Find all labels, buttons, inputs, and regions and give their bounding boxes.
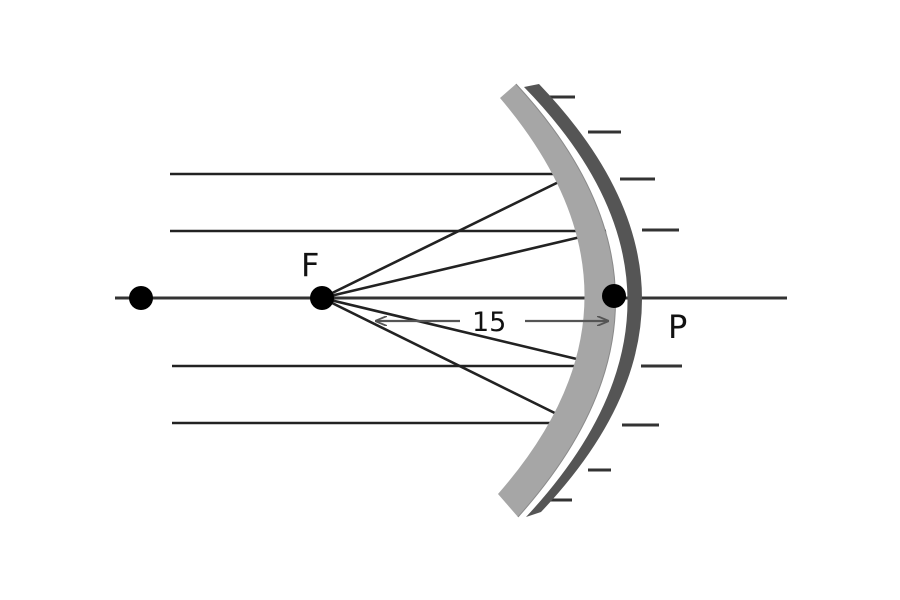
pole-label: P [668, 308, 687, 346]
distance-label: 15 [472, 307, 506, 338]
center-of-curvature-point [129, 286, 153, 310]
reflected-ray-4 [321, 296, 576, 425]
mirror-hatching [544, 95, 682, 502]
reflected-ray-3 [321, 296, 607, 368]
focus-point [310, 286, 334, 310]
mirror-surface [498, 84, 616, 517]
focus-label: F [301, 246, 319, 284]
reflected-rays [321, 172, 607, 425]
incident-rays [170, 172, 606, 425]
pole-point [602, 284, 626, 308]
reflected-ray-2 [321, 229, 607, 300]
mirror-back-edge [524, 84, 643, 517]
reflected-ray-1 [321, 172, 576, 300]
